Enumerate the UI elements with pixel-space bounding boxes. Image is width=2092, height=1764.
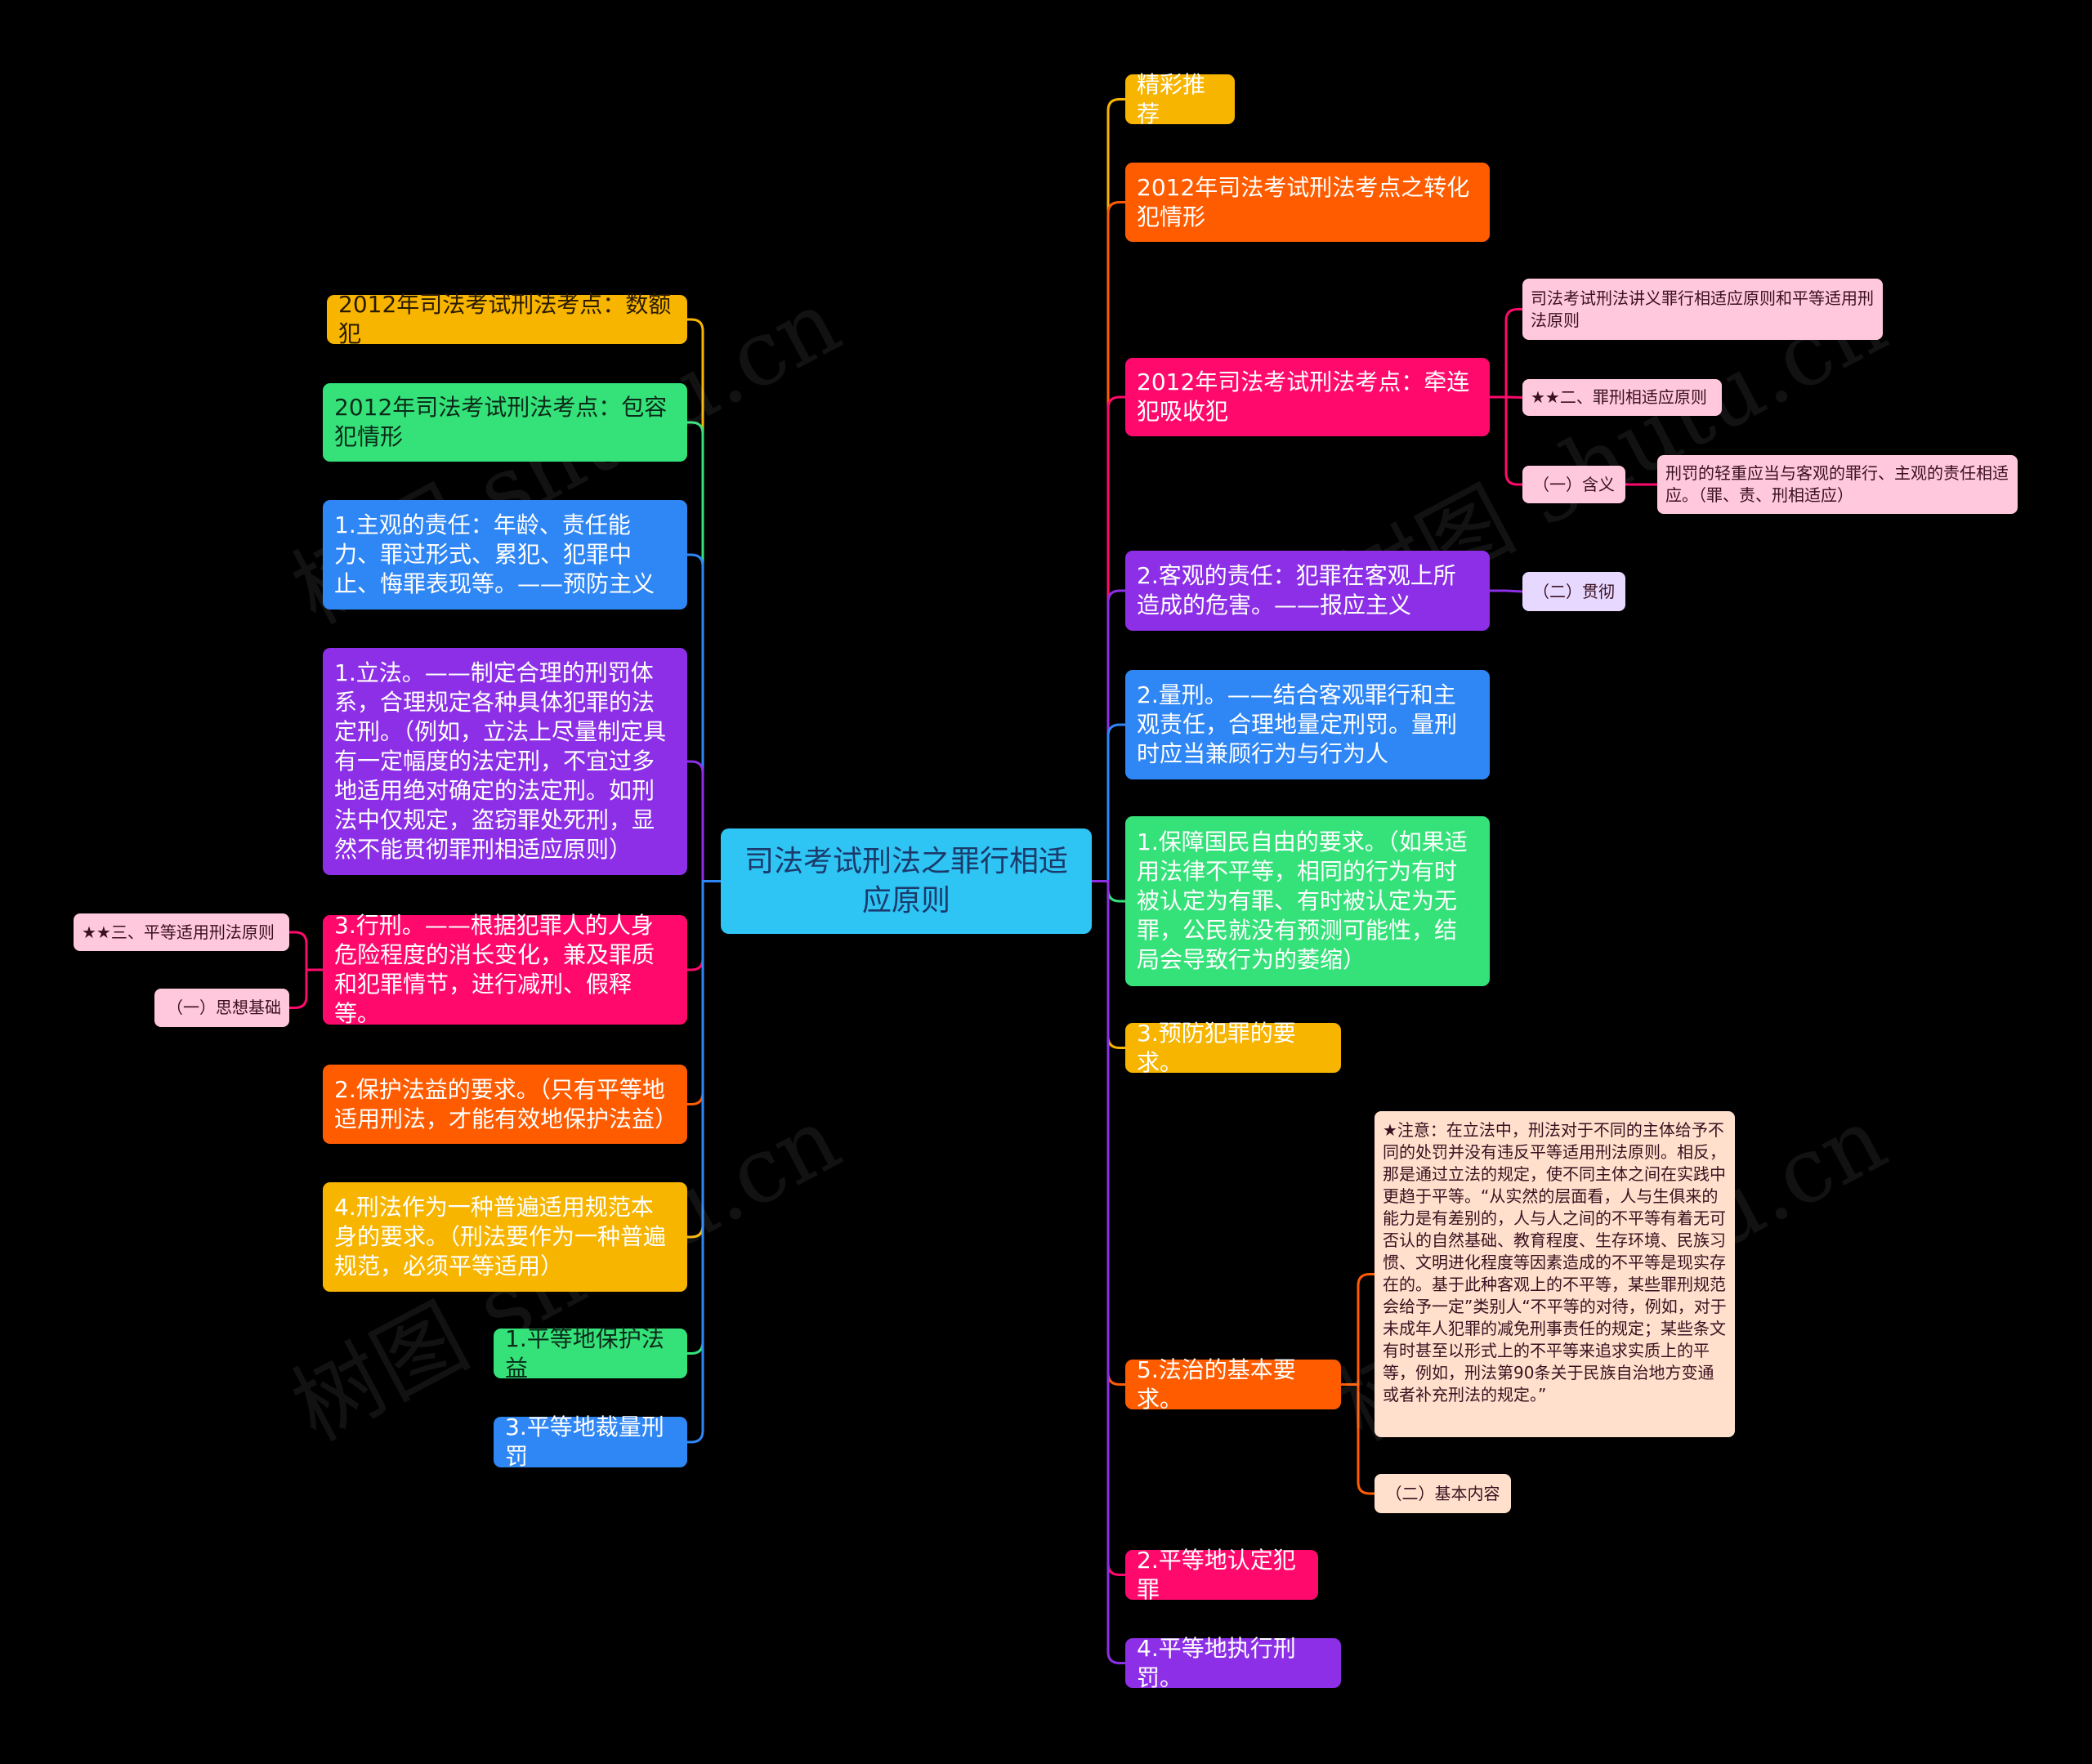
connector-line [687,553,721,882]
connector-line [687,880,721,1444]
connector-line [1092,880,1125,1664]
connector-line [289,968,323,1009]
topic-protect-legal-interest[interactable]: 2.保护法益的要求。（只有平等地适用刑法，才能有效地保护法益） [323,1065,687,1144]
connector-line [687,760,721,882]
connector-line [1092,395,1125,882]
topic-equal-sentencing[interactable]: 3.平等地裁量刑罚 [494,1413,687,1470]
subtopic-meaning-detail[interactable]: 刑罚的轻重应当与客观的罪行、主观的责任相适应。（罪、责、刑相适应） [1657,455,2018,514]
topic-universal-norm[interactable]: 4.刑法作为一种普遍适用规范本身的要求。（刑法要作为一种普遍规范，必须平等适用） [323,1182,687,1292]
connector-line [1341,1273,1375,1386]
topic-sentencing[interactable]: 2.量刑。——结合客观罪行和主观责任，合理地量定刑罚。量刑时应当兼顾行为与行为人 [1125,670,1490,779]
subtopic-principle-two[interactable]: ★★二、罪刑相适应原则 [1522,379,1722,416]
topic-equal-protection[interactable]: 1.平等地保护法益 [494,1325,687,1382]
connector-line [1092,589,1125,882]
subtopic-meaning[interactable]: （一）含义 [1522,466,1625,503]
root-topic[interactable]: 司法考试刑法之罪行相适应原则 [721,828,1092,934]
connector-line [289,931,323,971]
topic-legislation[interactable]: 1.立法。——制定合理的刑罚体系，合理规定各种具体犯罪的法定刑。（例如，立法上尽… [323,648,687,875]
topic-execution[interactable]: 3.行刑。——根据犯罪人的人身危险程度的消长变化，兼及罪质和犯罪情节，进行减刑、… [323,912,687,1027]
topic-zhuanhuafan[interactable]: 2012年司法考试刑法考点之转化犯情形 [1125,163,1490,242]
topic-equal-conviction[interactable]: 2.平等地认定犯罪 [1125,1547,1318,1603]
topic-objective-responsibility[interactable]: 2.客观的责任：犯罪在客观上所造成的危害。——报应主义 [1125,551,1490,631]
connector-line [687,318,721,882]
topic-qianlianfan[interactable]: 2012年司法考试刑法考点：牵连犯吸收犯 [1125,358,1490,436]
connector-line [1490,308,1522,399]
topic-baorongfan[interactable]: 2012年司法考试刑法考点：包容犯情形 [323,383,687,462]
topic-crime-prevention[interactable]: 3.预防犯罪的要求。 [1125,1020,1341,1076]
topic-equal-execution[interactable]: 4.平等地执行刑罚。 [1125,1635,1341,1691]
subtopic-basic-content[interactable]: （二）基本内容 [1375,1474,1511,1513]
connector-line [1490,589,1523,593]
connector-line [1341,1383,1375,1495]
subtopic-lecture-title[interactable]: 司法考试刑法讲义罪行相适应原则和平等适用刑法原则 [1522,279,1883,340]
subtopic-note[interactable]: ★注意：在立法中，刑法对于不同的主体给予不同的处罚并没有违反平等适用刑法原则。相… [1375,1111,1735,1437]
topic-subjective-responsibility[interactable]: 1.主观的责任：年龄、责任能力、罪过形式、累犯、犯罪中止、悔罪表现等。——预防主… [323,500,687,610]
topic-guarantee-freedom[interactable]: 1.保障国民自由的要求。（如果适用法律不平等，相同的行为有时被认定为有罪、有时被… [1125,816,1490,986]
connector-line [1092,201,1125,882]
topic-jingcai-tuijian[interactable]: 精彩推荐 [1125,71,1235,127]
subtopic-implementation[interactable]: （二）贯彻 [1522,572,1625,611]
connector-line [1490,395,1522,486]
connector-line [1092,98,1125,882]
connector-line [1092,723,1125,882]
subtopic-principle-three[interactable]: ★★三、平等适用刑法原则 [74,913,289,951]
topic-rule-of-law[interactable]: 5.法治的基本要求。 [1125,1356,1341,1413]
subtopic-ideological-basis[interactable]: （一）思想基础 [154,989,289,1027]
connector-line [687,421,721,882]
topic-shuefan[interactable]: 2012年司法考试刑法考点：数额犯 [327,291,687,347]
